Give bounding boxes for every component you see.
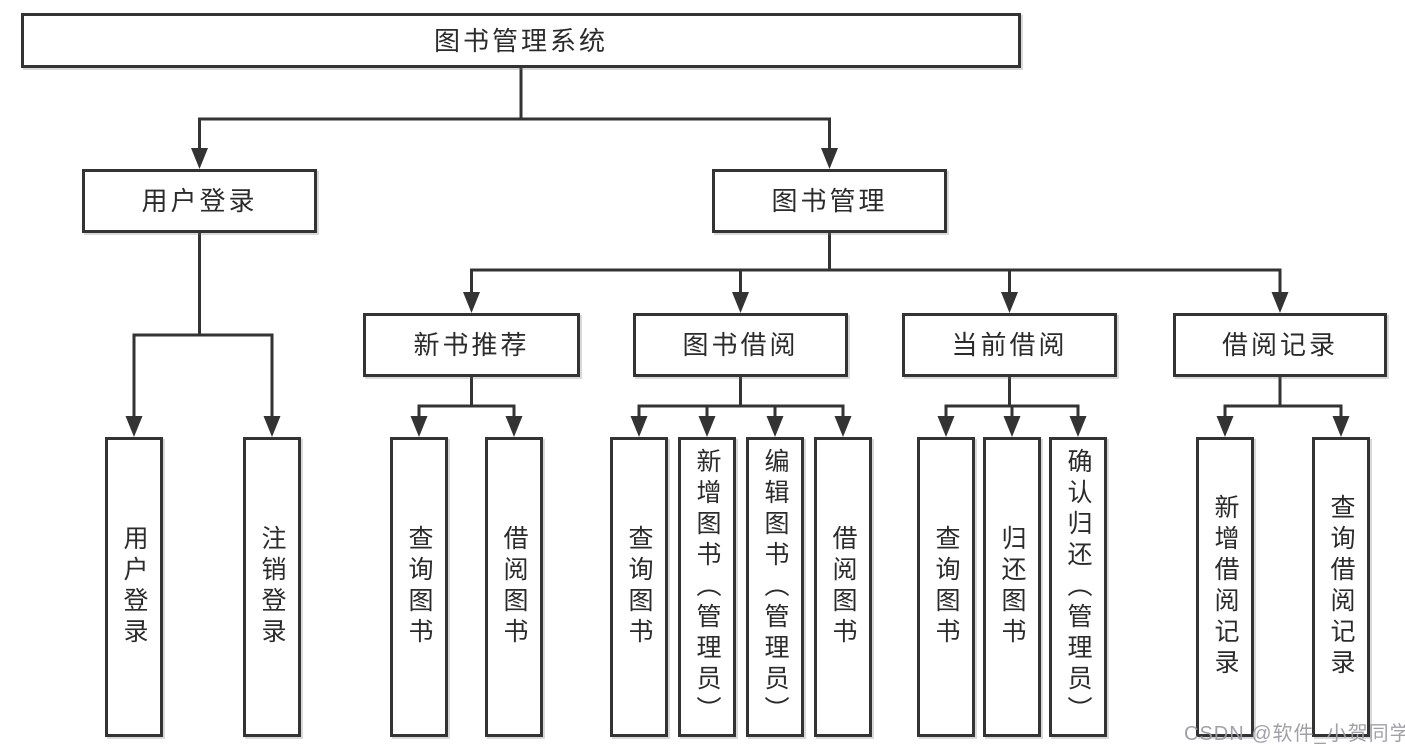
leaf-query-books-recommend: 查询图书: [390, 437, 448, 737]
leaf-edit-book-admin: 编辑图书（管理员）: [746, 437, 804, 737]
arrow-down-icon: [630, 416, 648, 437]
leaf-query-books-borrowing: 查询图书: [610, 437, 668, 737]
node-label: 注销登录: [258, 525, 286, 649]
leaf-borrow-books-borrowing: 借阅图书: [814, 437, 872, 737]
arrow-down-icon: [191, 148, 208, 169]
arrow-down-icon: [1069, 416, 1087, 437]
node-label: 当前借阅: [951, 330, 1068, 360]
tree-edges: [132, 66, 1343, 421]
arrow-down-icon: [732, 292, 749, 313]
node-label: 新增图书（管理员）: [693, 447, 721, 727]
arrow-down-icon: [463, 292, 480, 313]
node-label: 确认归还（管理员）: [1064, 447, 1092, 727]
arrow-down-icon: [821, 148, 838, 169]
leaf-query-books-current: 查询图书: [917, 437, 975, 737]
node-new-book-recommend: 新书推荐: [363, 313, 580, 377]
node-label: 查询图书: [625, 525, 653, 649]
node-label: 归还图书: [998, 525, 1026, 649]
arrowheads: [125, 148, 1350, 437]
node-label: 借阅图书: [829, 525, 857, 649]
node-label: 用户登录: [120, 525, 148, 649]
node-book-management: 图书管理: [712, 169, 947, 233]
arrow-down-icon: [1003, 416, 1021, 437]
node-label: 新增借阅记录: [1211, 494, 1239, 680]
node-borrowing-records: 借阅记录: [1173, 313, 1387, 377]
arrow-down-icon: [698, 416, 716, 437]
arrow-down-icon: [263, 416, 281, 437]
arrow-down-icon: [505, 416, 523, 437]
node-label: 新书推荐: [413, 330, 530, 360]
arrow-down-icon: [125, 416, 143, 437]
node-label: 图书借阅: [682, 330, 799, 360]
arrow-down-icon: [410, 416, 428, 437]
node-label: 用户登录: [141, 186, 258, 216]
node-label: 查询借阅记录: [1327, 494, 1355, 680]
node-label: 借阅记录: [1221, 330, 1338, 360]
arrow-down-icon: [1332, 416, 1350, 437]
leaf-confirm-return-admin: 确认归还（管理员）: [1049, 437, 1107, 737]
node-current-borrowing: 当前借阅: [902, 313, 1117, 377]
node-label: 图书管理系统: [433, 25, 608, 56]
node-label: 编辑图书（管理员）: [761, 447, 789, 727]
leaf-query-borrow-record: 查询借阅记录: [1312, 437, 1370, 737]
node-book-borrowing: 图书借阅: [633, 313, 848, 377]
node-label: 查询图书: [405, 525, 433, 649]
node-user-login: 用户登录: [82, 169, 317, 233]
arrow-down-icon: [834, 416, 852, 437]
arrow-down-icon: [1216, 416, 1234, 437]
leaf-add-book-admin: 新增图书（管理员）: [678, 437, 736, 737]
arrow-down-icon: [1001, 292, 1018, 313]
leaf-logout-login: 注销登录: [243, 437, 301, 737]
node-label: 借阅图书: [500, 525, 528, 649]
arrow-down-icon: [1271, 292, 1289, 313]
node-label: 查询图书: [932, 525, 960, 649]
watermark: CSDN @软件_小贺同学: [1184, 723, 1405, 745]
leaf-user-login: 用户登录: [105, 437, 163, 737]
arrow-down-icon: [937, 416, 955, 437]
leaf-return-books: 归还图书: [983, 437, 1041, 737]
leaf-borrow-books-recommend: 借阅图书: [485, 437, 543, 737]
arrow-down-icon: [766, 416, 784, 437]
node-label: 图书管理: [771, 186, 888, 216]
node-root: 图书管理系统: [21, 13, 1021, 68]
leaf-add-borrow-record: 新增借阅记录: [1196, 437, 1254, 737]
